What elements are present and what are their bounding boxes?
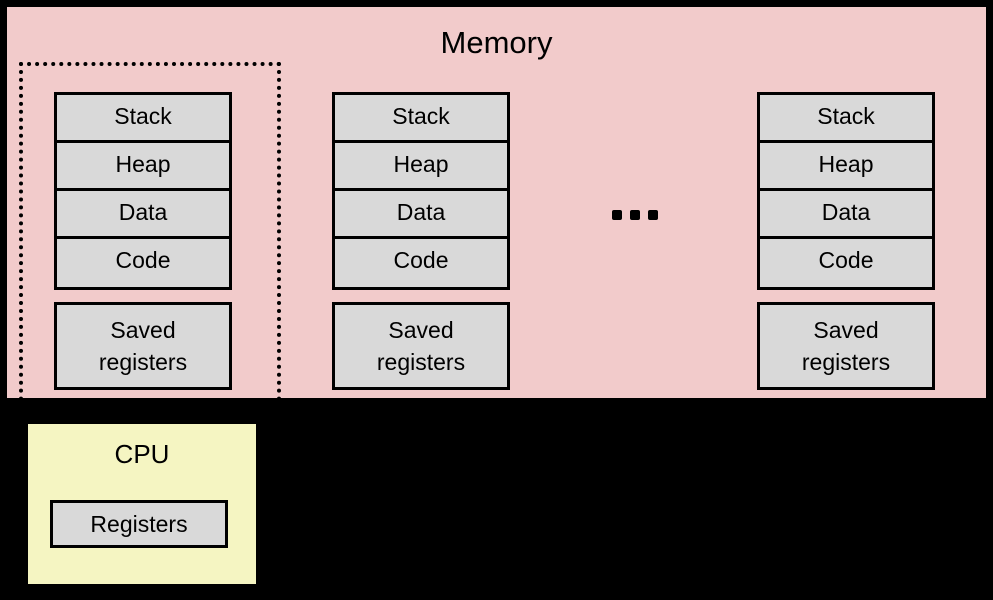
saved-registers-line2: registers <box>801 349 891 375</box>
segment-heap: Heap <box>57 143 229 191</box>
saved-registers-1: Saved registers <box>54 302 232 390</box>
saved-registers-2: Saved registers <box>332 302 510 390</box>
ellipsis-dot-1 <box>612 210 622 220</box>
process-column-1: Stack Heap Data Code Saved registers <box>54 92 232 390</box>
memory-title: Memory <box>440 25 553 60</box>
address-space-3: Stack Heap Data Code <box>757 92 935 290</box>
segment-heap: Heap <box>760 143 932 191</box>
saved-registers-line1: Saved <box>110 317 176 343</box>
address-space-2: Stack Heap Data Code <box>332 92 510 290</box>
saved-registers-line2: registers <box>98 349 188 375</box>
segment-code: Code <box>57 239 229 287</box>
process-column-2: Stack Heap Data Code Saved registers <box>332 92 510 390</box>
segment-data: Data <box>335 191 507 239</box>
segment-heap: Heap <box>335 143 507 191</box>
segment-data: Data <box>57 191 229 239</box>
cpu-registers-box: Registers <box>50 500 228 548</box>
saved-registers-line2: registers <box>376 349 466 375</box>
highlighted-process-outline <box>19 62 281 417</box>
ellipsis-indicator <box>612 210 658 220</box>
segment-data: Data <box>760 191 932 239</box>
segment-code: Code <box>335 239 507 287</box>
segment-stack: Stack <box>335 95 507 143</box>
ellipsis-dot-2 <box>630 210 640 220</box>
saved-registers-3: Saved registers <box>757 302 935 390</box>
saved-registers-line1: Saved <box>813 317 879 343</box>
ellipsis-dot-3 <box>648 210 658 220</box>
cpu-title: CPU <box>114 439 170 469</box>
segment-code: Code <box>760 239 932 287</box>
address-space-1: Stack Heap Data Code <box>54 92 232 290</box>
segment-stack: Stack <box>760 95 932 143</box>
segment-stack: Stack <box>57 95 229 143</box>
saved-registers-line1: Saved <box>388 317 454 343</box>
memory-region: Memory Stack Heap Data Code Saved regist… <box>7 7 986 417</box>
cpu-box: CPU Registers <box>28 424 256 584</box>
process-column-3: Stack Heap Data Code Saved registers <box>757 92 935 390</box>
